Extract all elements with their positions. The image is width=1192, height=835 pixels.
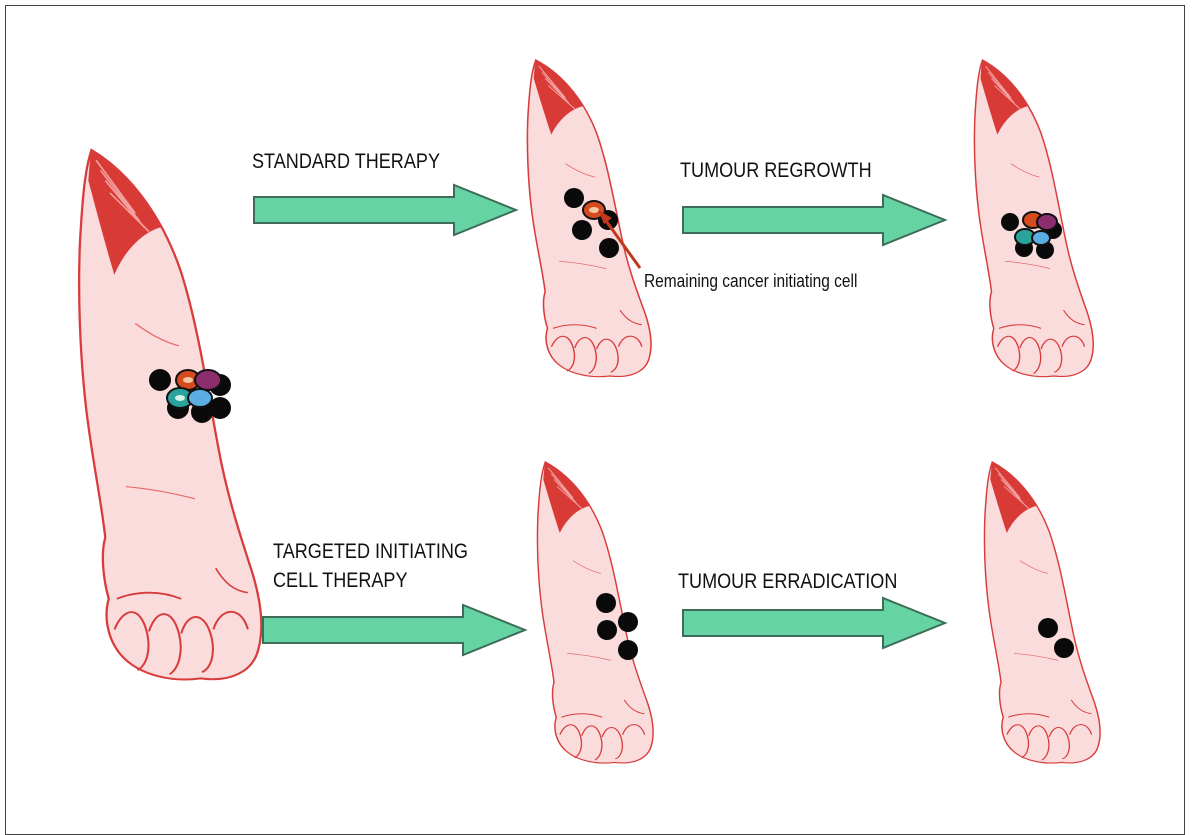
arrow-tumour-erradication bbox=[683, 598, 945, 648]
diagram-canvas bbox=[0, 0, 1192, 811]
label-targeted-line1: TARGETED INITIATING bbox=[273, 538, 468, 566]
arrow-targeted-therapy bbox=[263, 605, 525, 655]
arm-erradicated bbox=[984, 462, 1100, 763]
label-remaining-cell: Remaining cancer initiating cell bbox=[644, 270, 857, 292]
arrow-tumour-regrowth bbox=[683, 195, 945, 245]
label-standard-therapy: STANDARD THERAPY bbox=[252, 148, 440, 176]
arrow-standard-therapy bbox=[254, 185, 516, 235]
label-targeted-line2: CELL THERAPY bbox=[273, 567, 408, 595]
arm-after-targeted bbox=[537, 462, 653, 763]
label-tumour-erradication: TUMOUR ERRADICATION bbox=[678, 568, 897, 596]
label-tumour-regrowth: TUMOUR REGROWTH bbox=[680, 157, 872, 185]
